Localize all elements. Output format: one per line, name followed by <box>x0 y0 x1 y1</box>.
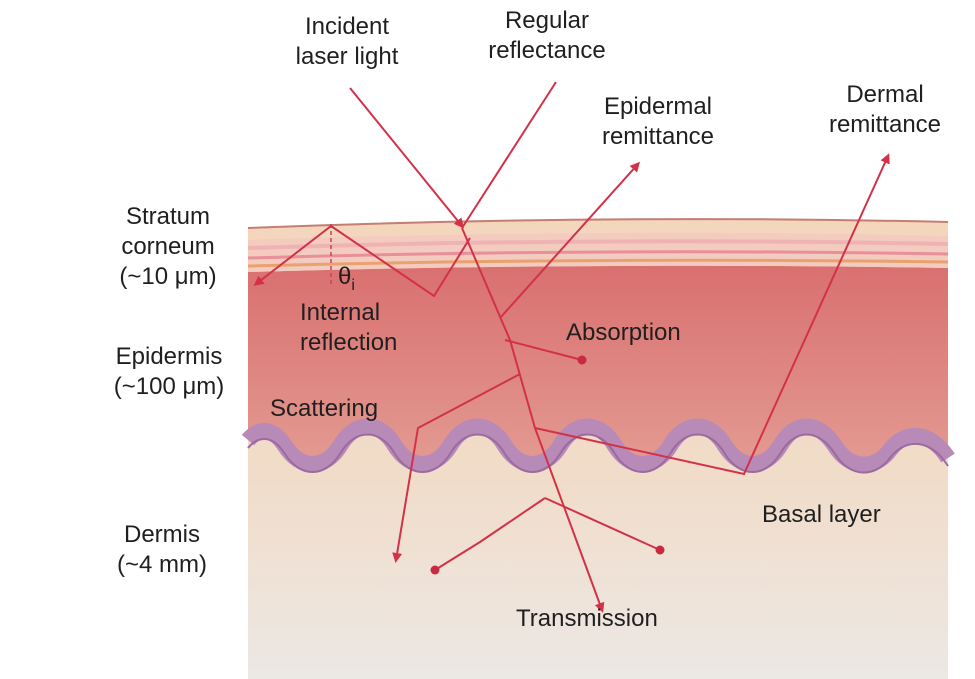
absorption-dot-icon <box>578 356 587 365</box>
basal-layer-label: Basal layer <box>762 500 881 530</box>
incident-laser-label: Incident laser light <box>262 12 432 72</box>
absorption-dot-icon <box>431 566 440 575</box>
dermis-label: Dermis (~4 mm) <box>92 520 232 580</box>
epidermis-label: Epidermis (~100 μm) <box>84 342 254 402</box>
stratum-corneum-label: Stratum corneum (~10 μm) <box>98 202 238 292</box>
regular-reflectance-ray <box>462 82 556 228</box>
epidermal-remittance-label: Epidermal remittance <box>578 92 738 152</box>
regular-reflectance-label: Regular reflectance <box>462 6 632 66</box>
theta-i-label: θi <box>338 262 355 301</box>
absorption-label: Absorption <box>566 318 681 348</box>
incident-ray <box>350 88 462 226</box>
scattering-label: Scattering <box>270 394 378 424</box>
transmission-label: Transmission <box>516 604 658 634</box>
dermal-remittance-label: Dermal remittance <box>800 80 970 140</box>
internal-reflection-label: Internal reflection <box>300 298 397 358</box>
absorption-dot-icon <box>656 546 665 555</box>
